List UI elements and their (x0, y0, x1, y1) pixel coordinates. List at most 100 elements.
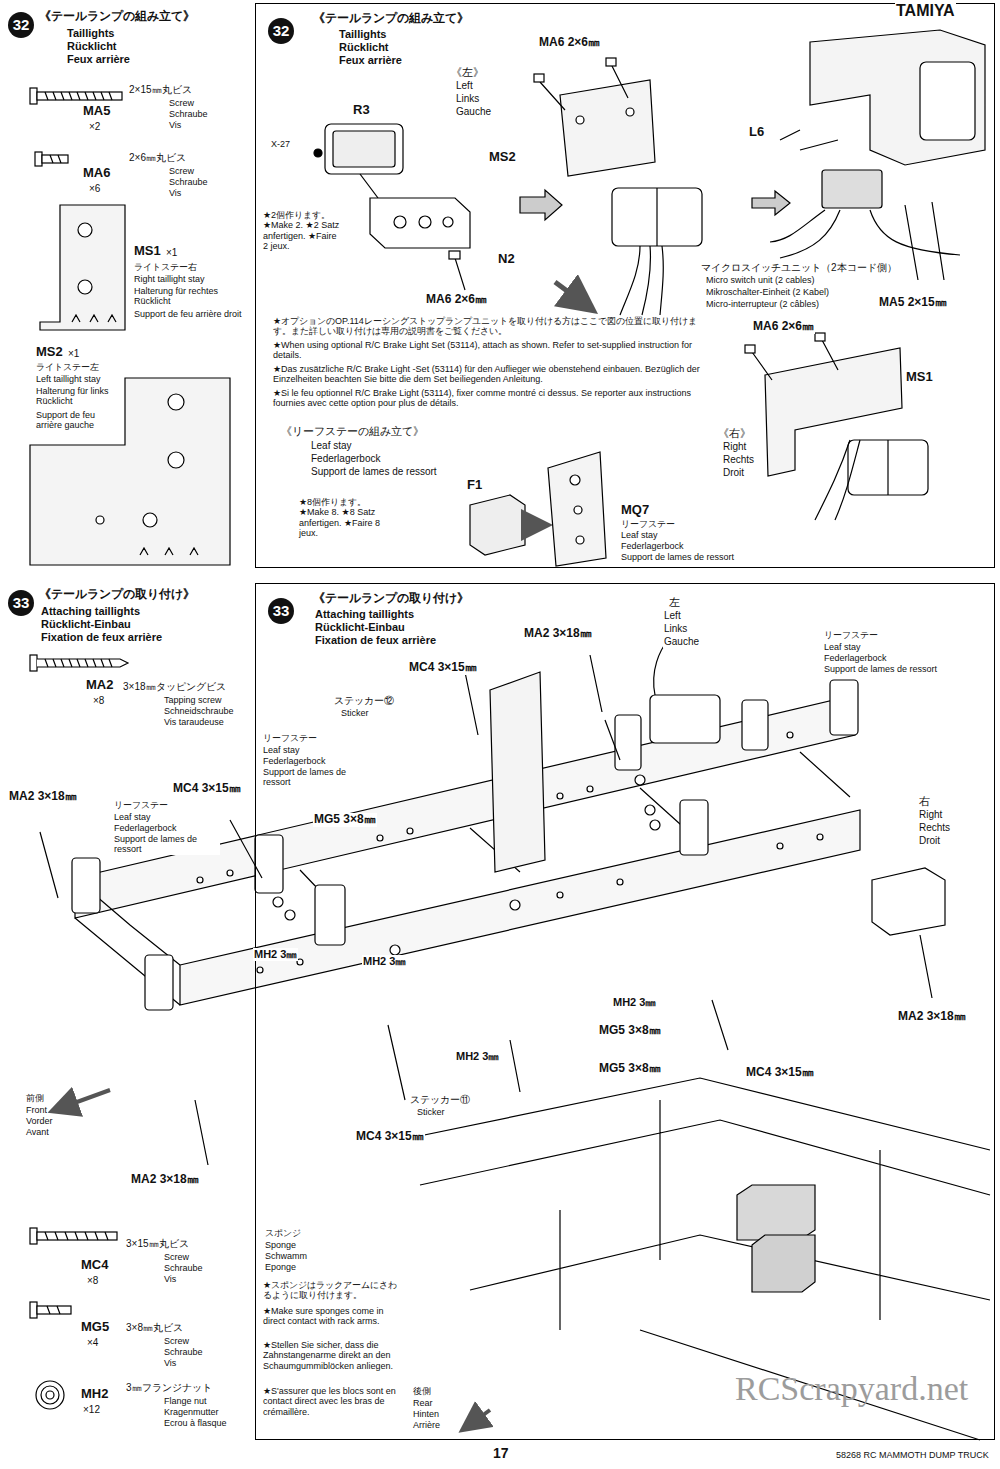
step-heading: Attaching taillights (314, 608, 415, 621)
illustration-path (527, 523, 545, 527)
illustration-path (45, 1232, 108, 1240)
illustration-rect (848, 440, 928, 495)
part-label: リーフステー (262, 733, 318, 743)
part-label: Schraube (163, 1347, 204, 1357)
part-label: Arrière (412, 1420, 441, 1430)
part-label: スポンジ (264, 1228, 302, 1238)
part-label: Support de lames de ressort (262, 767, 374, 788)
illustration-circle (510, 900, 520, 910)
part-label: MA2 3×18㎜ (8, 790, 78, 804)
part-label: Leaf stay (620, 530, 659, 540)
step-number: 33 (268, 598, 294, 624)
step-number: 32 (268, 18, 294, 44)
illustration-circle (36, 1381, 64, 1409)
part-label: Micro-interrupteur (2 câbles) (705, 299, 820, 309)
part-label: Support de feu arrière gauche (35, 410, 122, 431)
part-label: ★2個作ります。 ★Make 2. ★2 Satz anfertigen. ★F… (262, 210, 344, 251)
part-label: ★Make sure sponges come in direct contac… (262, 1306, 399, 1327)
illustration-rect (30, 1228, 37, 1244)
illustration-circle (576, 116, 584, 124)
part-label: リーフステー (113, 800, 169, 810)
illustration-path (555, 282, 590, 308)
part-label: Federlagerbock (310, 453, 381, 465)
step-heading: Rücklicht (338, 41, 390, 54)
part-label: 左 (668, 596, 681, 609)
part-label: MA2 (85, 678, 114, 693)
illustration-circle (168, 452, 184, 468)
part-label: Screw (163, 1252, 190, 1262)
part-label: MA6 2×6㎜ (752, 320, 815, 334)
illustration-rect (315, 885, 345, 945)
illustration-rect (650, 695, 720, 743)
part-label: ×12 (82, 1404, 101, 1416)
illustration-circle (257, 967, 263, 973)
part-label: Vis (168, 120, 182, 130)
part-label: X-27 (270, 139, 291, 149)
illustration-g (30, 30, 990, 1440)
part-label: MG5 3×8㎜ (598, 1062, 662, 1076)
illustration-circle (817, 834, 823, 840)
illustration-path (815, 440, 860, 520)
part-label: Left taillight stay (35, 374, 102, 384)
part-label: 3㎜フランジナット (125, 1382, 213, 1394)
part-label: Rechts (918, 822, 951, 834)
part-label: Halterung für rechtes Rücklicht (133, 286, 250, 307)
illustration-circle (227, 870, 233, 876)
part-label: Federlagerbock (113, 823, 178, 833)
part-label: 《テールランプの取り付け》 (38, 588, 196, 602)
part-label: MC4 3×15㎜ (745, 1066, 815, 1080)
illustration-circle (626, 108, 634, 116)
illustration-rect (815, 333, 825, 341)
illustration-circle (407, 828, 413, 834)
illustration-circle (41, 1386, 59, 1404)
illustration-path (370, 198, 470, 248)
part-label: Schraube (168, 109, 209, 119)
part-label: Leaf stay (262, 745, 301, 755)
illustration-circle (96, 516, 104, 524)
part-label: MH2 3㎜ (253, 948, 298, 961)
illustration-circle (787, 732, 793, 738)
illustration-circle (78, 280, 92, 294)
step-heading: Rücklicht-Einbau (314, 621, 406, 634)
part-label: MS1 (133, 244, 162, 259)
part-label: Left (663, 610, 682, 622)
illustration-circle (143, 513, 157, 527)
part-label: Right (722, 441, 747, 453)
illustration-path (30, 378, 230, 565)
part-label: MH2 3㎜ (455, 1050, 500, 1063)
part-label: 2×15㎜丸ビス (128, 84, 193, 96)
illustration-rect (37, 92, 122, 100)
illustration-rect (30, 1302, 37, 1318)
part-label: MH2 3㎜ (612, 996, 657, 1009)
illustration-path (45, 659, 112, 667)
part-label: Vorder (25, 1116, 54, 1126)
illustration-path (810, 30, 985, 165)
part-label: ×1 (67, 348, 80, 360)
part-label: リーフステー (823, 630, 879, 640)
illustration-rect (255, 835, 283, 893)
part-label: Support de lames de ressort (823, 664, 938, 674)
illustration-path (737, 1185, 815, 1240)
part-label: MA6 2×6㎜ (425, 293, 488, 307)
part-label: MG5 3×8㎜ (313, 813, 377, 827)
illustration-path (360, 174, 378, 198)
part-label: Gauche (663, 636, 700, 648)
part-label: 3×8㎜丸ビス (125, 1322, 184, 1334)
part-label: Droit (918, 835, 941, 847)
part-label: Rear (412, 1398, 434, 1408)
illustration-circle (443, 217, 453, 227)
part-label: MS2 (488, 150, 517, 165)
illustration-path (72, 315, 116, 322)
part-label: Leaf stay (310, 440, 353, 452)
part-label: MC4 3×15㎜ (355, 1130, 425, 1144)
illustration-path (872, 868, 945, 935)
step-panel: 32《テールランプの組み立て》TaillightsRücklichtFeux a… (255, 3, 995, 568)
part-label: ★Stellen Sie sicher, dass die Zahnstange… (262, 1340, 399, 1371)
part-label: Eponge (264, 1262, 297, 1272)
part-label: TAMIYA (895, 2, 956, 20)
part-label: ★オプションのOP.114レーシングストップランプユニットを取り付ける方はここで… (272, 316, 704, 337)
illustration-rect (680, 800, 708, 855)
part-label: Mikroschalter-Einheit (2 Kabel) (705, 287, 830, 297)
part-label: Droit (722, 467, 745, 479)
illustration-circle (390, 945, 400, 955)
